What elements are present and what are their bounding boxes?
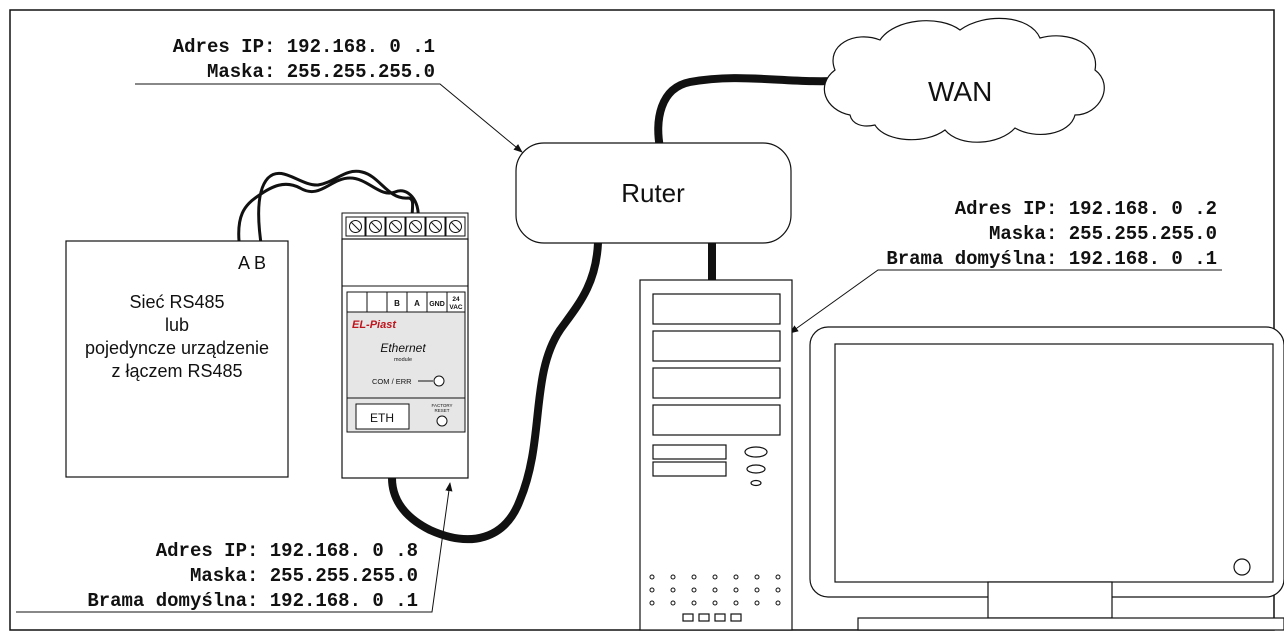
screw-terminals [345, 216, 466, 237]
module-config-pointer [16, 482, 453, 613]
factory-reset-button-icon [436, 415, 448, 427]
pc-tower [639, 279, 793, 631]
wan-cloud: WAN [823, 17, 1105, 143]
pc-config-label: Adres IP: 192.168. 0 .2 Maska: 255.255.2… [789, 198, 1222, 334]
monitor [809, 326, 1284, 631]
terminal-label-24: 24 [452, 296, 460, 303]
power-button-icon [744, 446, 768, 458]
eth-port-label: ETH [370, 411, 394, 425]
reset-label-2: RESET [434, 408, 449, 413]
reset-label-1: FACTORY [431, 403, 452, 408]
twisted-pair-cable [237, 169, 420, 251]
module-config-label: Adres IP: 192.168. 0 .8 Maska: 255.255.2… [16, 482, 453, 613]
router-config-pointer [135, 83, 523, 153]
module-mask-text: Maska: 255.255.255.0 [190, 565, 418, 587]
rs485-line-4: z łączem RS485 [111, 361, 242, 381]
ethernet-module: B A GND 24 VAC EL-Piast Ethernet module … [341, 212, 469, 479]
rs485-line-1: Sieć RS485 [129, 292, 224, 312]
module-name: Ethernet [380, 341, 426, 355]
pc-gateway-text: Brama domyślna: 192.168. 0 .1 [886, 248, 1217, 270]
rs485-terminals-label: A B [238, 253, 266, 273]
rs485-line-2: lub [165, 315, 189, 335]
monitor-power-icon [1233, 558, 1251, 576]
led-label: COM / ERR [372, 377, 412, 386]
pc-mask-text: Maska: 255.255.255.0 [989, 223, 1217, 245]
pc-ip-text: Adres IP: 192.168. 0 .2 [955, 198, 1217, 220]
terminal-label-b: B [394, 299, 400, 308]
router-mask-text: Maska: 255.255.255.0 [207, 61, 435, 83]
terminal-label-a: A [414, 299, 420, 308]
wan-cable [654, 74, 856, 152]
router-ip-text: Adres IP: 192.168. 0 .1 [173, 36, 435, 58]
com-err-led-icon [433, 375, 445, 387]
router-config-label: Adres IP: 192.168. 0 .1 Maska: 255.255.2… [135, 36, 523, 153]
rs485-network-box: A B Sieć RS485 lub pojedyncze urządzenie… [65, 169, 420, 478]
pc-config-pointer [789, 269, 1222, 334]
terminal-label-gnd: GND [429, 301, 445, 308]
wan-label: WAN [928, 76, 992, 107]
router: Ruter [515, 142, 792, 244]
monitor-screen [834, 343, 1274, 583]
rs485-line-3: pojedyncze urządzenie [85, 338, 269, 358]
terminal-label-vac: VAC [449, 304, 463, 311]
router-label: Ruter [621, 178, 685, 208]
brand-label: EL-Piast [352, 319, 397, 331]
module-ip-text: Adres IP: 192.168. 0 .8 [156, 540, 418, 562]
module-gateway-text: Brama domyślna: 192.168. 0 .1 [87, 590, 418, 612]
terminal-label-row: B A GND 24 VAC [346, 291, 466, 313]
eth-port [355, 403, 410, 430]
ethernet-cable-module [388, 239, 602, 544]
module-subname: module [394, 357, 412, 363]
